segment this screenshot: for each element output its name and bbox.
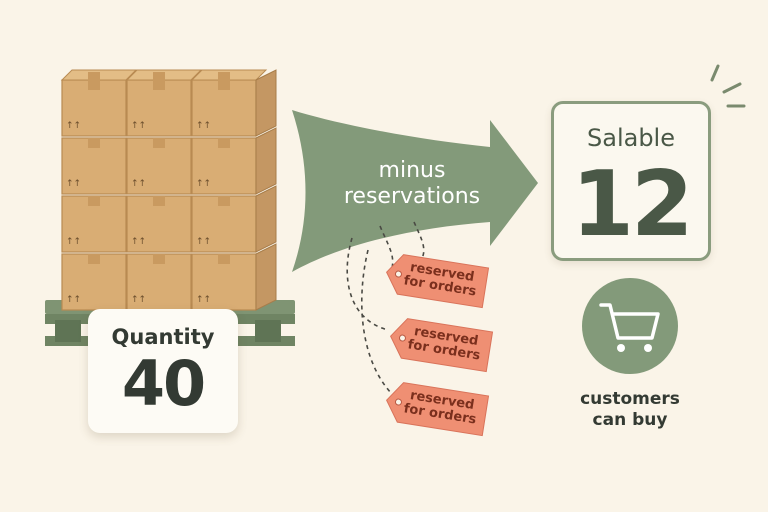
cardboard-box-icon: ↑↑	[191, 137, 257, 195]
salable-card: Salable 12	[551, 101, 711, 261]
svg-text:↑↑: ↑↑	[131, 179, 146, 189]
box-side-face	[255, 243, 277, 311]
svg-text:↑↑: ↑↑	[196, 237, 211, 247]
sparkle-icon	[710, 64, 746, 108]
salable-value: 12	[571, 152, 693, 257]
svg-text:↑↑: ↑↑	[131, 121, 146, 131]
customers-caption: customers can buy	[560, 389, 700, 431]
svg-text:↑↑: ↑↑	[131, 295, 146, 305]
cardboard-box-icon: ↑↑	[126, 137, 192, 195]
quantity-card: Quantity 40	[88, 309, 238, 433]
cardboard-box-icon: ↑↑	[190, 69, 268, 137]
svg-text:↑↑: ↑↑	[66, 237, 81, 247]
svg-text:↑↑: ↑↑	[66, 121, 81, 131]
price-tag-icon	[390, 318, 494, 373]
price-tag-icon	[386, 254, 490, 309]
cardboard-box-icon: ↑↑	[60, 69, 138, 137]
arrow-label-line2: reservations	[343, 184, 481, 209]
shopping-cart-icon	[582, 278, 678, 374]
customers-line1: customers	[580, 389, 680, 409]
arrow-label: minus reservations	[322, 158, 502, 210]
cardboard-box-icon: ↑↑	[126, 195, 192, 253]
svg-text:↑↑: ↑↑	[66, 179, 81, 189]
price-tag-icon	[386, 382, 490, 437]
box-side-face	[255, 69, 277, 137]
box-side-face	[255, 127, 277, 195]
cardboard-box-icon: ↑↑	[125, 69, 203, 137]
cardboard-box-icon: ↑↑	[191, 253, 257, 311]
quantity-value: 40	[121, 347, 206, 420]
svg-text:↑↑: ↑↑	[196, 121, 211, 131]
quantity-label: Quantity	[111, 325, 215, 349]
box-side-face	[255, 185, 277, 253]
svg-text:↑↑: ↑↑	[196, 295, 211, 305]
cardboard-box-icon: ↑↑	[126, 253, 192, 311]
svg-text:↑↑: ↑↑	[196, 179, 211, 189]
svg-text:↑↑: ↑↑	[131, 237, 146, 247]
cardboard-box-icon: ↑↑	[61, 137, 127, 195]
box-stack: ↑↑ ↑↑ ↑↑ ↑↑ ↑↑ ↑↑ ↑↑ ↑↑ ↑↑ ↑↑ ↑↑ ↑↑	[60, 69, 277, 311]
svg-text:↑↑: ↑↑	[66, 295, 81, 305]
cardboard-box-icon: ↑↑	[61, 195, 127, 253]
cardboard-box-icon: ↑↑	[61, 253, 127, 311]
arrow-minus-reservations	[292, 110, 538, 272]
cardboard-box-icon: ↑↑	[191, 195, 257, 253]
arrow-label-line1: minus	[378, 158, 446, 183]
customers-line2: can buy	[592, 410, 668, 430]
tag-strings	[346, 221, 425, 395]
salable-label: Salable	[587, 124, 675, 152]
